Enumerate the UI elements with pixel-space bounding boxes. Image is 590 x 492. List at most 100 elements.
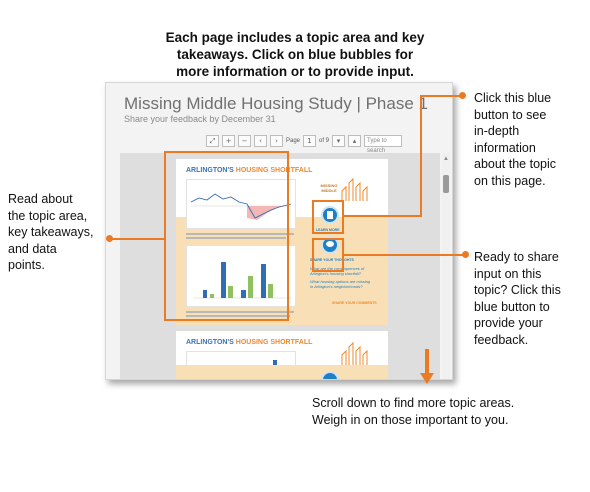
bar	[241, 290, 246, 298]
bar	[228, 286, 233, 298]
question-line: What are the consequences of	[310, 266, 365, 271]
side-label: MISSING MIDDLE	[320, 183, 338, 193]
shortfall-area	[197, 206, 287, 220]
callout-line: Read about	[8, 192, 73, 206]
page-title: ARLINGTON'S HOUSING SHORTFALL	[186, 167, 312, 174]
viewer-subtitle: Share your feedback by December 31	[124, 114, 276, 124]
scroll-down-arrow-icon	[420, 349, 434, 384]
callout-line: provide your	[474, 316, 543, 330]
learn-more-bubble[interactable]	[321, 206, 339, 224]
info-button-highlight	[312, 200, 344, 234]
pointer-dot	[106, 235, 113, 242]
zoom-out-button[interactable]: −	[238, 135, 251, 147]
bar	[210, 294, 214, 298]
input-button-highlight	[312, 238, 344, 272]
expand-icon[interactable]: ⤢	[206, 135, 219, 147]
trend-line	[190, 193, 292, 219]
instruction-headline: Each page includes a topic area and key …	[120, 29, 470, 80]
callout-line: topic? Click this	[474, 283, 561, 297]
page-band	[176, 365, 388, 379]
document-icon	[327, 211, 333, 219]
bar-chart-thumbnail	[186, 245, 296, 307]
document-page: ARLINGTON'S HOUSING SHORTFALL	[176, 159, 388, 325]
pointer-line	[112, 238, 164, 240]
page-title: ARLINGTON'S HOUSING SHORTFALL	[186, 339, 312, 346]
pointer-line	[344, 254, 464, 256]
document-viewer-window: Missing Middle Housing Study | Phase 1 S…	[105, 82, 453, 380]
title-part: ARLINGTON'S	[186, 167, 236, 174]
callout-line: information	[474, 140, 536, 155]
learn-more-bubble[interactable]	[321, 371, 339, 379]
callout-line: and data	[8, 241, 57, 256]
viewer-title: Missing Middle Housing Study | Phase 1	[124, 94, 428, 113]
pointer-line	[420, 95, 460, 97]
document-area[interactable]: ARLINGTON'S HOUSING SHORTFALL	[120, 153, 450, 379]
headline-line: more information or to provide input.	[176, 64, 414, 79]
building-icon	[341, 341, 368, 365]
callout-line: key takeaways,	[8, 225, 94, 239]
callout-line: in-depth	[474, 124, 520, 138]
title-part: ARLINGTON'S	[186, 339, 236, 346]
down-arrow-icon[interactable]: ▾	[332, 135, 346, 147]
title-part: HOUSING SHORTFALL	[235, 167, 313, 174]
line-chart-thumbnail	[186, 179, 296, 229]
callout-line: about the topic	[474, 157, 557, 171]
callout-line: Weigh in on those important to you.	[312, 412, 509, 427]
topic-area-highlight	[164, 151, 289, 321]
scrollbar-thumb[interactable]	[443, 175, 449, 193]
callout-scroll: Scroll down to find more topic areas. We…	[312, 395, 514, 428]
pointer-dot	[462, 251, 469, 258]
text-line	[186, 315, 290, 317]
share-comments-link[interactable]: SHARE YOUR COMMENTS	[332, 301, 377, 305]
next-page-button[interactable]: ›	[270, 135, 283, 147]
callout-line: feedback.	[474, 332, 529, 347]
zoom-in-button[interactable]: +	[222, 135, 235, 147]
headline-line: Each page includes a topic area and key	[165, 30, 425, 45]
callout-line: blue button to	[474, 299, 550, 314]
learn-more-caption: LEARN MORE	[316, 228, 340, 232]
callout-line: on this page.	[474, 173, 546, 188]
share-thoughts-caption: SHARE YOUR THOUGHTS	[310, 258, 354, 262]
scroll-up-icon[interactable]: ▲	[443, 156, 449, 162]
document-page: ARLINGTON'S HOUSING SHORTFALL	[176, 331, 388, 379]
callout-line: button to see	[474, 107, 547, 122]
bar	[248, 276, 253, 298]
bar	[268, 284, 273, 298]
chat-icon	[326, 241, 334, 247]
page-label: Page	[286, 138, 301, 144]
search-input[interactable]: Type to search	[364, 135, 403, 154]
bar	[221, 262, 226, 298]
title-part: HOUSING SHORTFALL	[235, 339, 313, 346]
callout-line: Scroll down to find more topic areas.	[312, 396, 515, 410]
text-line	[186, 311, 294, 313]
callout-read-topic: Read about the topic area, key takeaways…	[8, 191, 93, 274]
question-line: in Arlington's neighborhoods?	[310, 284, 363, 289]
prev-page-button[interactable]: ‹	[254, 135, 267, 147]
building-icon	[341, 177, 368, 201]
scrollbar[interactable]: ▲	[442, 153, 450, 379]
pointer-dot	[459, 92, 466, 99]
question-line: What housing options are missing	[310, 279, 371, 284]
pointer-line	[420, 95, 422, 217]
callout-info-button: Click this blue button to see in-depth i…	[474, 90, 556, 189]
callout-input-button: Ready to share input on this topic? Clic…	[474, 249, 561, 348]
up-arrow-icon[interactable]: ▴	[348, 135, 362, 147]
question-line: Arlington's housing shortfall?	[310, 271, 362, 276]
page-total: of 9	[319, 138, 330, 144]
callout-line: points.	[8, 258, 45, 272]
bar-chart-graphic	[193, 262, 291, 299]
text-line	[186, 237, 286, 239]
callout-line: input on this	[474, 266, 542, 281]
pointer-line	[344, 215, 421, 217]
bar	[203, 290, 207, 298]
headline-line: takeaways. Click on blue bubbles for	[176, 47, 414, 62]
text-line	[186, 233, 294, 235]
callout-line: the topic area,	[8, 208, 88, 223]
page-number-input[interactable]: 1	[303, 135, 317, 147]
share-thoughts-bubble[interactable]	[321, 236, 339, 254]
line-chart-graphic	[190, 193, 292, 220]
callout-line: Click this blue	[474, 91, 552, 105]
bar	[261, 264, 266, 298]
viewer-toolbar: ⤢ + − ‹ › Page 1 of 9 ▾ ▴ Type to search	[206, 134, 403, 154]
callout-line: Ready to share	[474, 250, 559, 264]
